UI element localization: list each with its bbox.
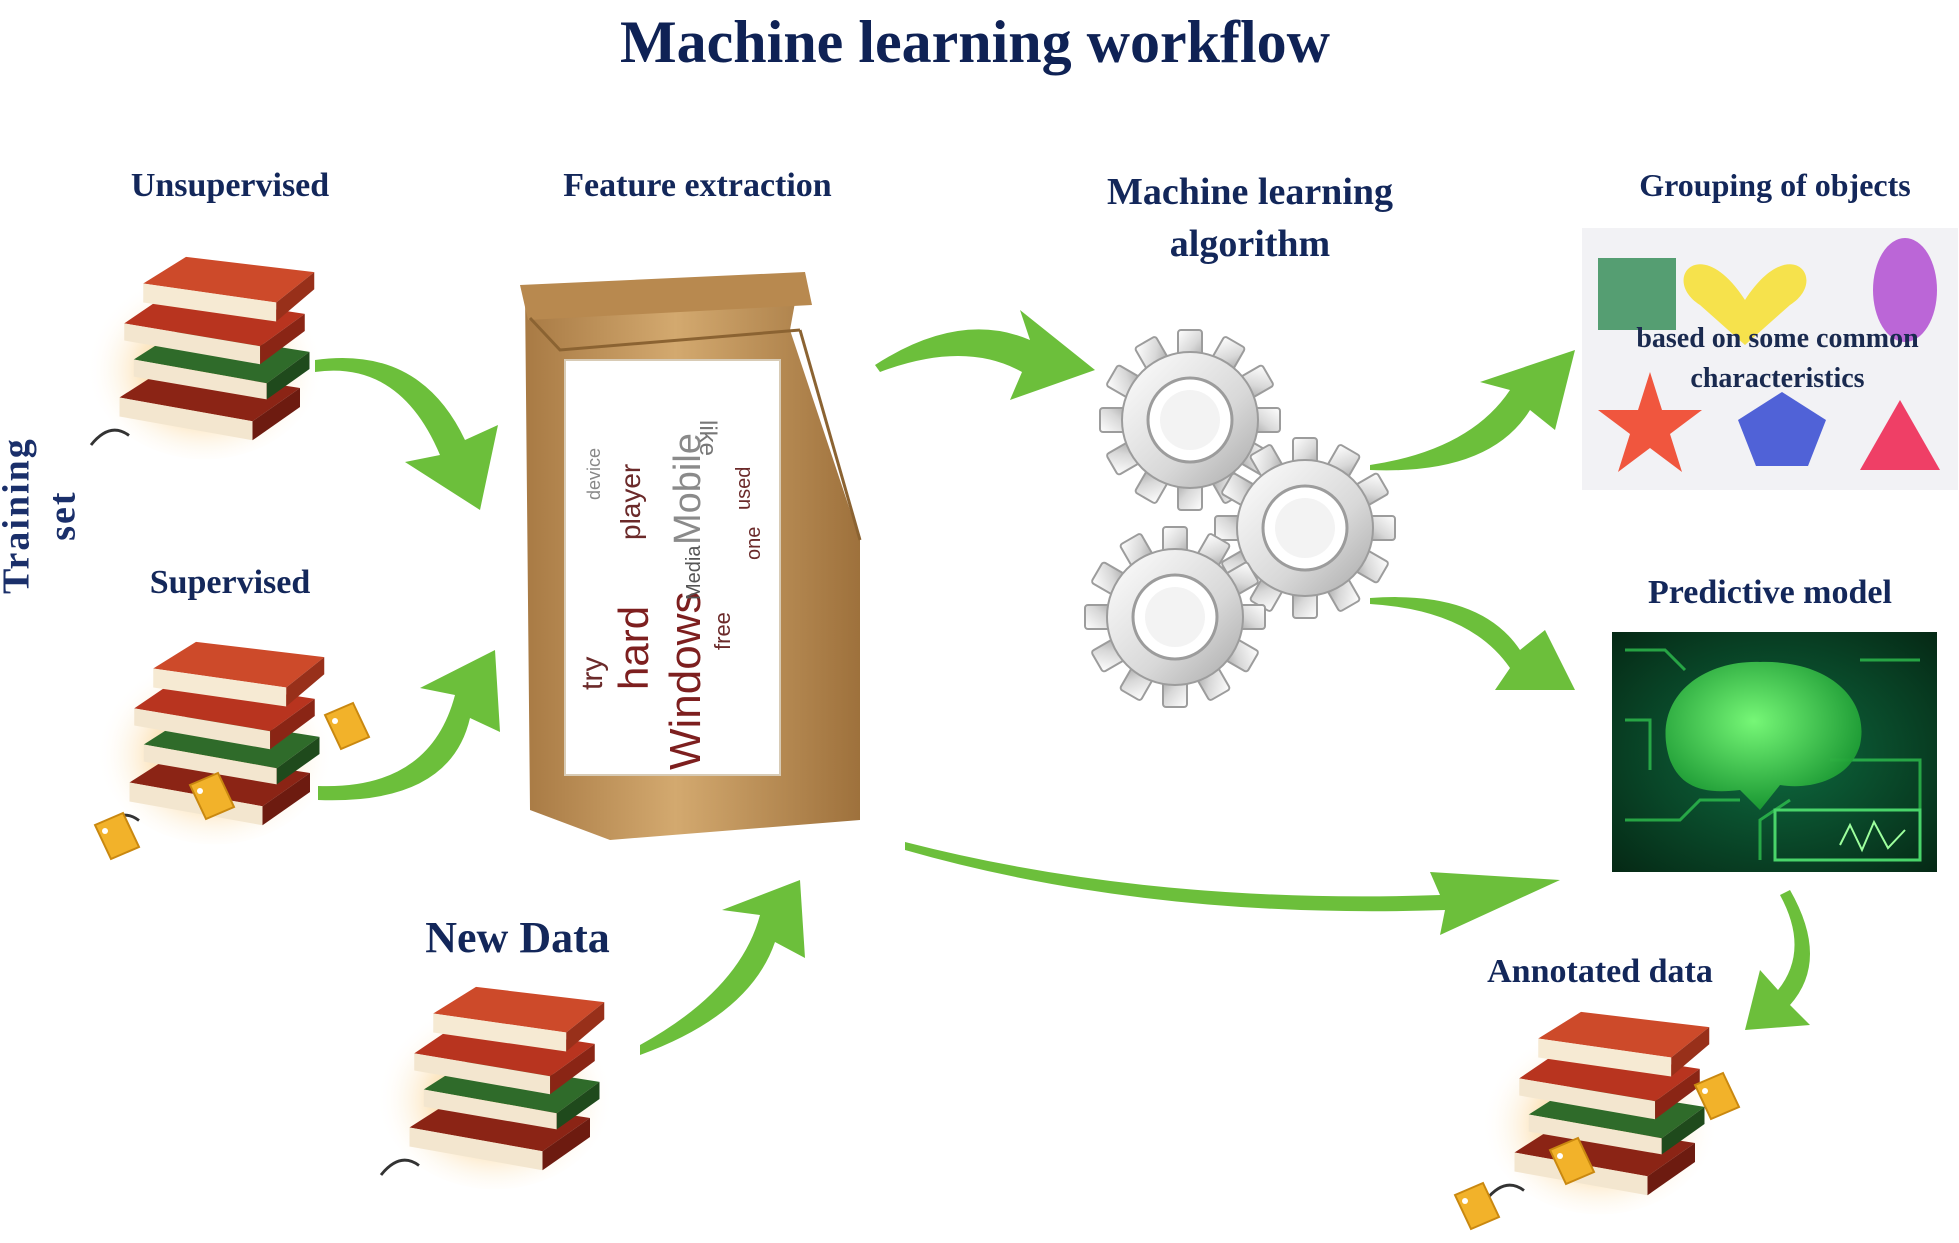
oval-shape xyxy=(1873,238,1937,342)
grouping-sublabel-line1: based on some common xyxy=(1636,323,1919,354)
arrow-newdata-to-bag xyxy=(640,880,805,1055)
word-cloud-word: try xyxy=(576,657,609,690)
square-shape xyxy=(1598,258,1676,330)
arrow-supervised-to-bag xyxy=(318,650,500,801)
word-cloud-word: like xyxy=(694,420,721,456)
star-shape xyxy=(1598,372,1702,472)
arrow-bag-to-gears xyxy=(875,310,1095,400)
ml-algorithm-label-line2: algorithm xyxy=(1169,223,1331,265)
supervised-books-image xyxy=(94,640,370,860)
label-tag-icon xyxy=(1454,1182,1500,1230)
word-cloud-word: hard xyxy=(610,606,657,690)
word-cloud-word: player xyxy=(615,464,646,540)
grouping-label: Grouping of objects xyxy=(1639,167,1911,203)
heart-shape xyxy=(1683,264,1807,345)
arrow-gears-to-predictive xyxy=(1370,597,1575,690)
flow-arrows xyxy=(315,310,1810,1055)
word-cloud-word: Mobile xyxy=(667,433,709,545)
gears-icon xyxy=(1083,328,1397,709)
arrow-unsupervised-to-bag xyxy=(315,357,498,510)
ml-algorithm-label-line1: Machine learning xyxy=(1106,171,1394,213)
arrow-predictive-to-annotated xyxy=(1745,890,1810,1030)
predictive-model-label: Predictive model xyxy=(1648,574,1892,611)
diagram-title: Machine learning workflow xyxy=(620,9,1330,75)
unsupervised-label: Unsupervised xyxy=(130,167,330,204)
new-data-books-image xyxy=(374,985,616,1191)
triangle-shape xyxy=(1860,400,1940,470)
feature-extraction-label: Feature extraction xyxy=(563,167,832,204)
grouping-sublabel-line2: characteristics xyxy=(1690,363,1865,394)
new-data-label: New Data xyxy=(425,913,610,962)
predictive-model-image xyxy=(1612,632,1937,872)
label-tag-icon xyxy=(94,812,140,860)
training-set-label: Training set xyxy=(0,437,83,594)
word-cloud-word: one xyxy=(743,527,765,560)
word-cloud-word: Media xyxy=(683,545,705,600)
annotated-data-books-image xyxy=(1454,1010,1740,1230)
unsupervised-books-image xyxy=(84,255,326,461)
pentagon-shape xyxy=(1738,392,1826,466)
supervised-label: Supervised xyxy=(149,564,311,601)
arrow-gears-to-grouping xyxy=(1370,350,1575,471)
arrow-bag-to-predictive xyxy=(905,842,1560,935)
annotated-data-label: Annotated data xyxy=(1487,953,1713,990)
word-cloud-word: used xyxy=(733,467,755,510)
word-cloud-word: device xyxy=(584,448,604,500)
grouping-objects-image xyxy=(1582,228,1958,490)
word-cloud-word: Windows xyxy=(661,592,710,771)
word-cloud-word: free xyxy=(710,612,735,650)
